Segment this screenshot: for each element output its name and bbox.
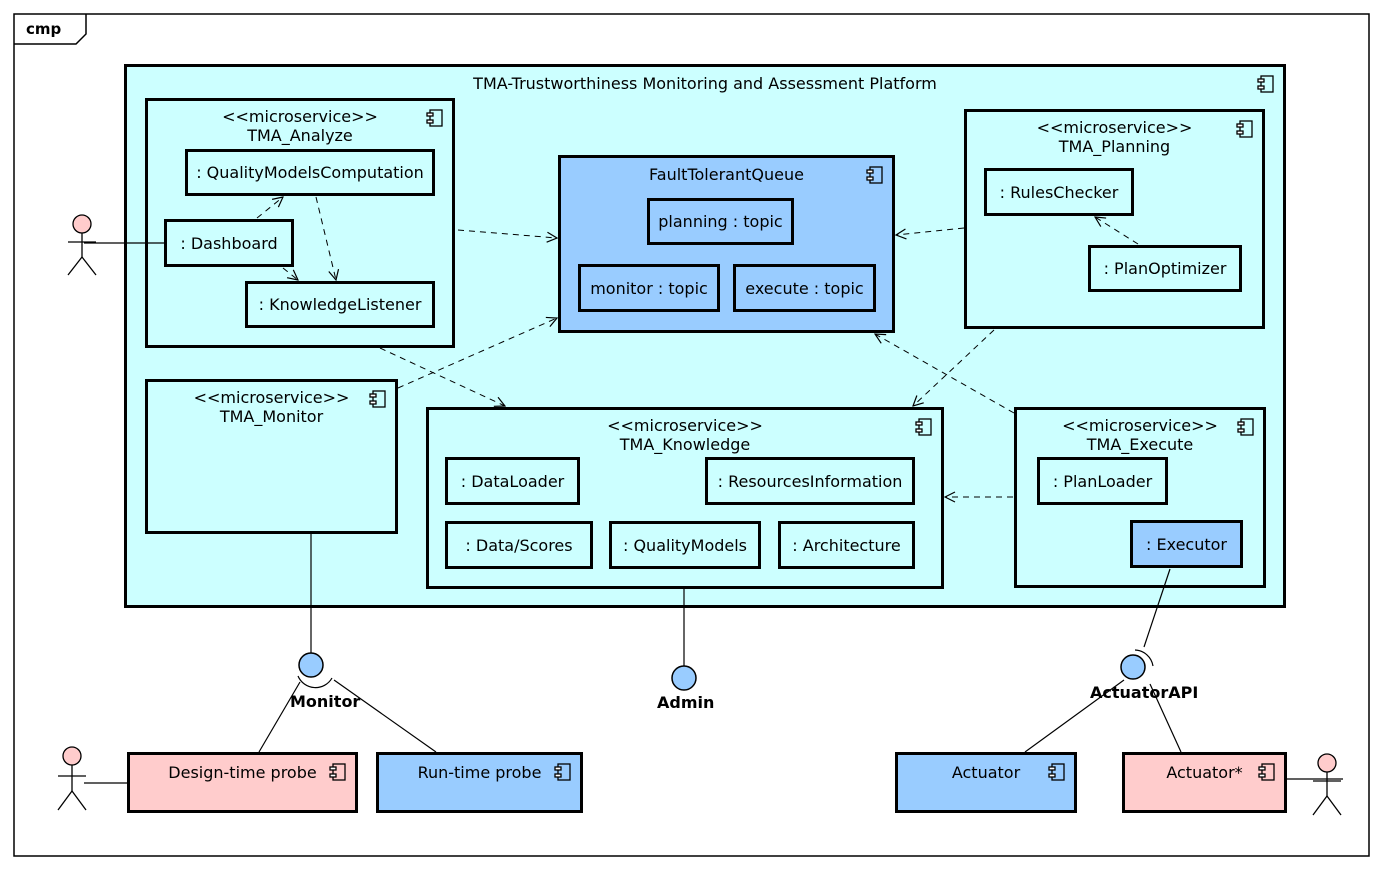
- data-loader-part[interactable]: : DataLoader: [445, 457, 580, 505]
- component-icon: [1258, 763, 1275, 781]
- actuator[interactable]: Actuator: [895, 752, 1077, 813]
- plan-loader-part[interactable]: : PlanLoader: [1037, 457, 1168, 505]
- planning-topic[interactable]: planning : topic: [647, 198, 794, 245]
- planning-stereotype: <<microservice>>: [1036, 118, 1193, 137]
- execute-name: TMA_Execute: [1086, 435, 1194, 454]
- resources-information-part[interactable]: : ResourcesInformation: [705, 457, 915, 505]
- monitor-topic[interactable]: monitor : topic: [578, 264, 720, 312]
- execute-stereotype: <<microservice>>: [1062, 416, 1218, 435]
- admin-interface-label: Admin: [657, 693, 715, 712]
- component-icon: [1048, 763, 1065, 781]
- component-icon: [1257, 75, 1274, 93]
- actuator-star[interactable]: Actuator*: [1122, 752, 1287, 813]
- monitor-stereotype: <<microservice>>: [193, 388, 350, 407]
- execute-topic[interactable]: execute : topic: [733, 264, 876, 312]
- monitor-microservice[interactable]: <<microservice>> TMA_Monitor: [145, 379, 398, 534]
- run-time-probe[interactable]: Run-time probe: [376, 752, 583, 813]
- planning-name: TMA_Planning: [1058, 137, 1171, 156]
- knowledge-stereotype: <<microservice>>: [607, 416, 763, 435]
- component-icon: [369, 390, 386, 408]
- design-time-probe[interactable]: Design-time probe: [127, 752, 358, 813]
- knowledge-name: TMA_Knowledge: [619, 435, 751, 454]
- component-icon: [1237, 418, 1254, 436]
- analyze-name: TMA_Analyze: [247, 126, 353, 145]
- actuator-star-label: Actuator*: [1166, 763, 1243, 782]
- dashboard-part[interactable]: : Dashboard: [164, 219, 294, 267]
- knowledge-listener-part[interactable]: : KnowledgeListener: [245, 281, 435, 328]
- frame-label: cmp: [26, 20, 62, 38]
- plan-optimizer-part[interactable]: : PlanOptimizer: [1088, 245, 1242, 292]
- component-icon: [915, 418, 932, 436]
- architecture-part[interactable]: : Architecture: [778, 521, 915, 569]
- component-icon: [1236, 120, 1253, 138]
- queue-name: FaultTolerantQueue: [649, 165, 804, 184]
- actuatorapi-interface-label: ActuatorAPI: [1090, 683, 1199, 702]
- run-time-probe-label: Run-time probe: [417, 763, 542, 782]
- component-icon: [426, 109, 443, 127]
- quality-models-part[interactable]: : QualityModels: [609, 521, 761, 569]
- component-icon: [329, 763, 346, 781]
- rules-checker-part[interactable]: : RulesChecker: [984, 168, 1134, 216]
- platform-title: TMA-Trustworthiness Monitoring and Asses…: [473, 74, 937, 93]
- executor-part[interactable]: : Executor: [1130, 520, 1243, 568]
- analyze-stereotype: <<microservice>>: [222, 107, 378, 126]
- actuator-label: Actuator: [951, 763, 1021, 782]
- planning-microservice[interactable]: <<microservice>> TMA_Planning: [964, 109, 1265, 329]
- component-icon: [866, 166, 883, 184]
- data-scores-part[interactable]: : Data/Scores: [445, 521, 593, 569]
- design-time-probe-label: Design-time probe: [168, 763, 317, 782]
- component-icon: [554, 763, 571, 781]
- monitor-name: TMA_Monitor: [219, 407, 324, 426]
- monitor-interface-label: Monitor: [290, 692, 361, 711]
- quality-models-computation-part[interactable]: : QualityModelsComputation: [185, 149, 435, 196]
